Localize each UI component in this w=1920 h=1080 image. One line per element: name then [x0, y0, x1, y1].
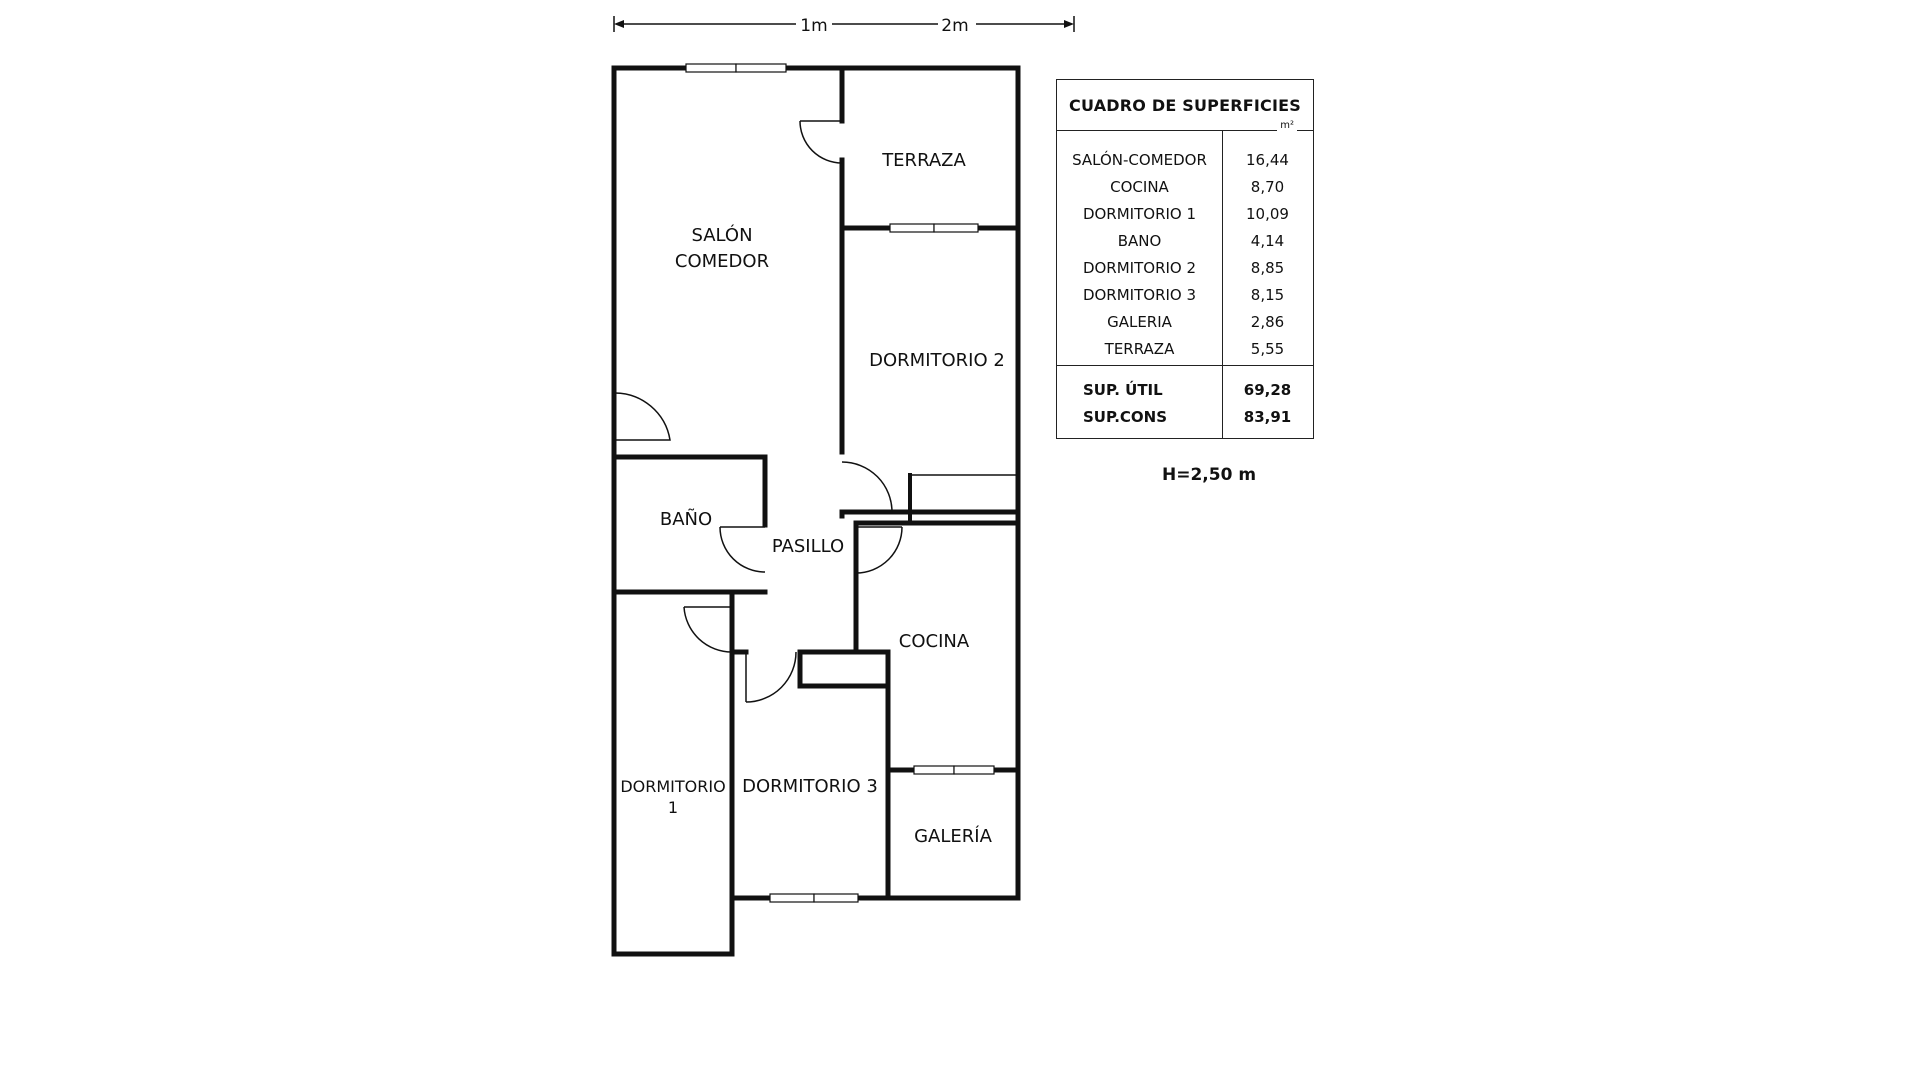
total-row: SUP.CONS 83,91 — [1057, 403, 1313, 430]
surface-value: 10,09 — [1246, 204, 1289, 223]
table-row: SALÓN-COMEDOR 16,44 — [1057, 146, 1313, 173]
scale-label-1m: 1m — [800, 16, 827, 36]
room-label-terraza: TERRAZA — [881, 150, 966, 171]
surface-table-unit: m² — [1277, 120, 1297, 131]
total-row: SUP. ÚTIL 69,28 — [1057, 376, 1313, 403]
table-row: TERRAZA 5,55 — [1057, 335, 1313, 362]
windows — [685, 63, 995, 903]
room-label-dormitorio-2: DORMITORIO 2 — [869, 350, 1005, 371]
surface-name: DORMITORIO 1 — [1082, 204, 1197, 223]
room-label-cocina: COCINA — [899, 631, 970, 652]
scale-bar — [613, 16, 1075, 32]
surface-table-divider — [1222, 130, 1223, 438]
room-label-galeria: GALERÍA — [914, 825, 992, 847]
table-row: GALERIA 2,86 — [1057, 308, 1313, 335]
total-name: SUP. ÚTIL — [1083, 380, 1163, 399]
surface-value: 8,70 — [1250, 177, 1285, 196]
surface-table: CUADRO DE SUPERFICIES m² SALÓN-COMEDOR 16… — [1056, 79, 1314, 439]
surface-name: GALERIA — [1107, 312, 1172, 331]
room-label-dormitorio-1-number: 1 — [668, 798, 678, 817]
table-row: COCINA 8,70 — [1057, 173, 1313, 200]
ceiling-height-label: H=2,50 m — [1162, 465, 1257, 485]
surface-name: SALÓN-COMEDOR — [1072, 150, 1207, 169]
surface-table-title: CUADRO DE SUPERFICIES — [1057, 80, 1313, 131]
surface-value: 8,85 — [1250, 258, 1285, 277]
surface-name: COCINA — [1110, 177, 1169, 196]
room-label-dormitorio-1: DORMITORIO — [620, 777, 725, 796]
surface-value: 5,55 — [1250, 339, 1285, 358]
doors — [613, 120, 903, 703]
room-label-bano: BAÑO — [660, 508, 712, 530]
surface-name: BANO — [1117, 231, 1162, 250]
table-row: BANO 4,14 — [1057, 227, 1313, 254]
table-row: DORMITORIO 2 8,85 — [1057, 254, 1313, 281]
surface-table-separator — [1057, 365, 1313, 366]
scale-label-2m: 2m — [941, 16, 968, 36]
table-row: DORMITORIO 3 8,15 — [1057, 281, 1313, 308]
room-label-dormitorio-3: DORMITORIO 3 — [742, 776, 878, 797]
surface-value: 2,86 — [1250, 312, 1285, 331]
surface-table-totals: SUP. ÚTIL 69,28 SUP.CONS 83,91 — [1057, 376, 1313, 430]
total-value: 69,28 — [1243, 380, 1292, 399]
walls — [611, 65, 1021, 957]
room-label-pasillo: PASILLO — [772, 536, 844, 557]
room-label-comedor: COMEDOR — [675, 251, 769, 272]
room-label-salon: SALÓN — [691, 224, 752, 246]
surface-table-rows: SALÓN-COMEDOR 16,44 COCINA 8,70 DORMITORIO… — [1057, 146, 1313, 362]
surface-value: 4,14 — [1250, 231, 1285, 250]
surface-name: DORMITORIO 3 — [1082, 285, 1197, 304]
total-name: SUP.CONS — [1083, 407, 1168, 426]
surface-name: DORMITORIO 2 — [1082, 258, 1197, 277]
surface-name: TERRAZA — [1104, 339, 1175, 358]
total-value: 83,91 — [1243, 407, 1292, 426]
table-row: DORMITORIO 1 10,09 — [1057, 200, 1313, 227]
surface-value: 16,44 — [1246, 150, 1289, 169]
surface-value: 8,15 — [1250, 285, 1285, 304]
